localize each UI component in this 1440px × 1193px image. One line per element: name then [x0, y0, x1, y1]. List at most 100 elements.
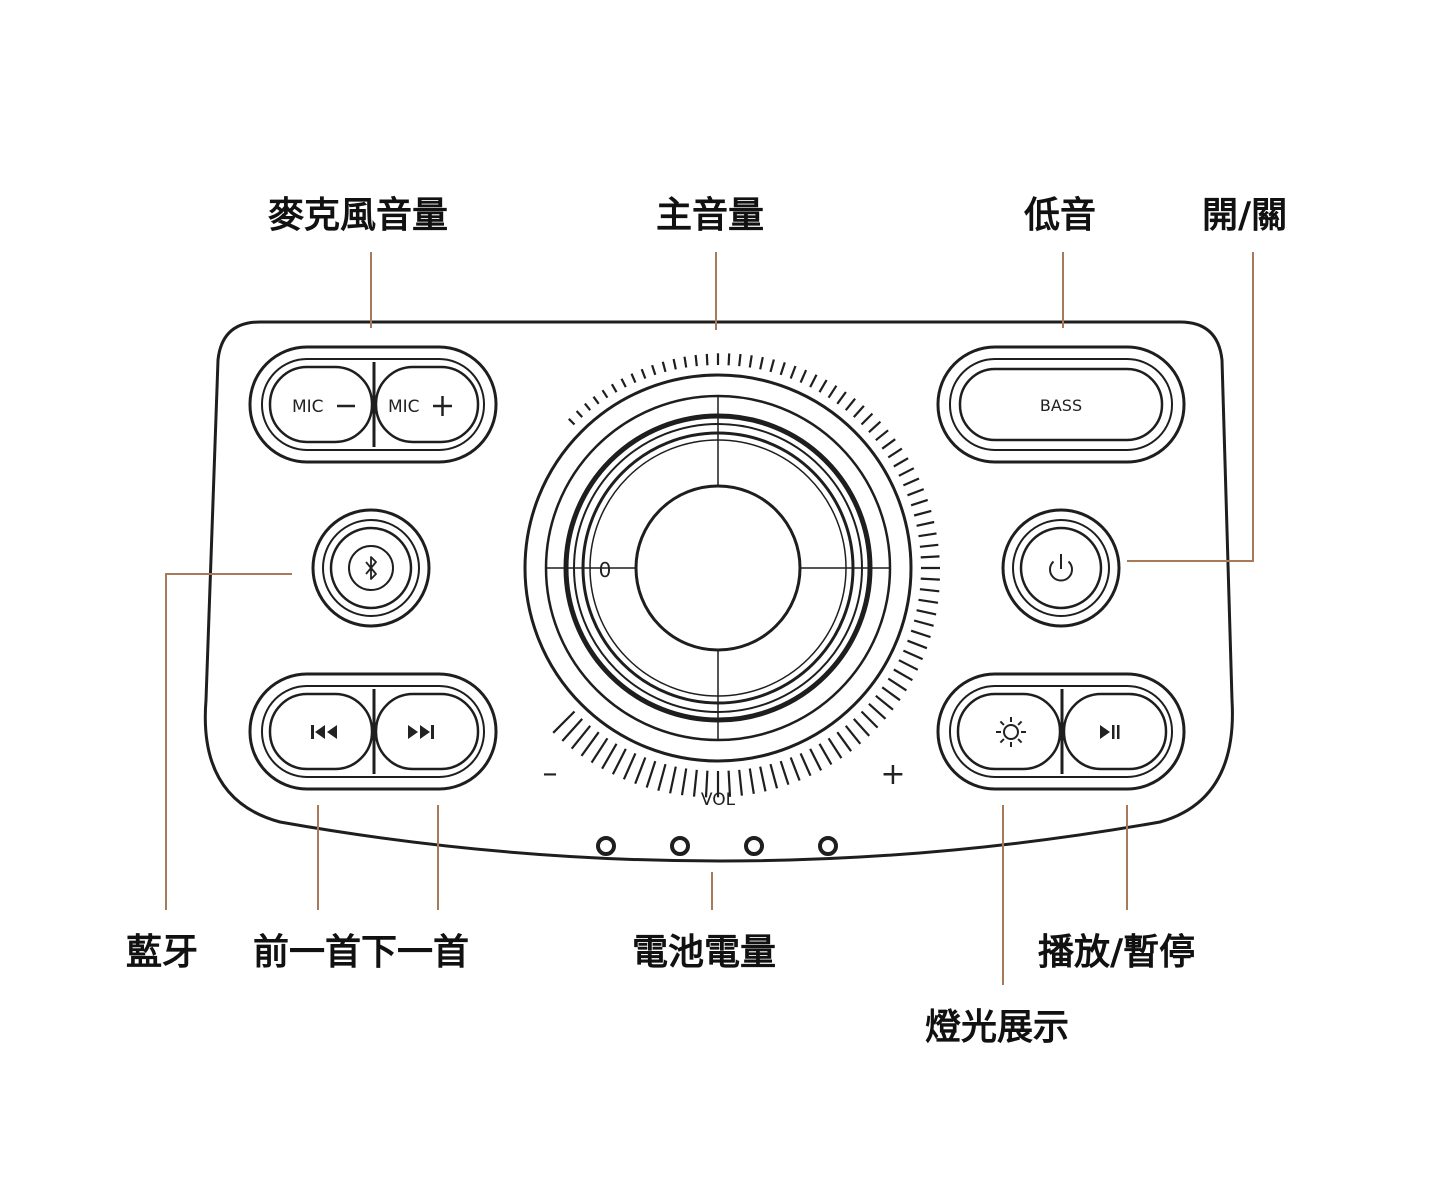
leader-bluetooth	[165, 573, 292, 910]
play-pause-button[interactable]	[1062, 692, 1168, 771]
volume-tick	[694, 354, 698, 367]
volume-tick	[916, 520, 935, 527]
panel-body	[203, 320, 1234, 863]
volume-tick	[610, 383, 618, 393]
volume-tick	[669, 766, 677, 794]
volume-tick	[759, 356, 764, 370]
volume-tick	[902, 477, 920, 487]
volume-tick	[887, 447, 903, 459]
volume-tick	[651, 364, 657, 376]
sun-ray	[999, 720, 1005, 726]
volume-knob[interactable]: 0	[523, 353, 940, 798]
volume-tick	[836, 731, 852, 752]
volume-tick	[920, 577, 940, 581]
vol-label: VOL	[701, 790, 736, 810]
volume-tick	[759, 766, 767, 792]
previous-track-button[interactable]	[268, 692, 374, 771]
prev-next-label: 前一首下一首	[253, 932, 470, 973]
volume-tick	[789, 365, 797, 379]
volume-tick	[552, 710, 576, 734]
volume-tick	[919, 588, 940, 593]
battery-led	[670, 836, 690, 856]
sun-ray	[999, 738, 1005, 744]
battery-led	[818, 836, 838, 856]
volume-tick	[844, 725, 862, 745]
volume-tick	[881, 686, 901, 702]
next-track-button[interactable]	[374, 692, 480, 771]
battery-led	[744, 836, 764, 856]
vol-plus-label: +	[880, 757, 905, 792]
knob-mark: 0	[599, 558, 612, 582]
mic-button-group: MIC MIC	[248, 345, 498, 464]
volume-tick	[918, 532, 937, 538]
volume-tick	[887, 677, 908, 692]
volume-tick	[704, 770, 709, 798]
volume-tick	[875, 429, 889, 442]
volume-knob-center	[634, 484, 802, 652]
volume-tick	[913, 619, 934, 627]
battery-led	[596, 836, 616, 856]
bass-button[interactable]: BASS	[936, 345, 1186, 464]
volume-tick	[575, 410, 584, 418]
volume-tick	[590, 737, 609, 764]
volume-tick	[584, 402, 592, 411]
volume-tick	[910, 498, 929, 507]
volume-tick	[907, 488, 925, 497]
volume-tick	[705, 353, 709, 366]
volume-tick	[875, 694, 894, 711]
leader-lines	[165, 252, 1254, 985]
mic-minus-button[interactable]	[268, 365, 374, 444]
volume-tick	[570, 725, 592, 750]
volume-tick	[592, 396, 600, 405]
volume-tick	[727, 770, 732, 797]
bluetooth-label: 藍牙	[126, 932, 199, 973]
volume-tick	[727, 353, 731, 366]
volume-tick	[692, 769, 698, 797]
volume-tick	[748, 768, 755, 794]
power-button[interactable]	[1001, 508, 1121, 628]
battery-label: 電池電量	[632, 932, 777, 973]
battery-indicator	[596, 836, 838, 856]
volume-tick	[601, 743, 618, 770]
volume-tick	[748, 355, 753, 368]
volume-tick	[769, 763, 779, 789]
volume-tick	[919, 543, 939, 548]
volume-tick	[868, 420, 882, 434]
volume-tick	[827, 737, 843, 759]
bluetooth-button[interactable]	[311, 508, 431, 628]
volume-tick	[779, 760, 790, 786]
volume-tick	[818, 379, 828, 393]
sun-ray	[1017, 720, 1023, 726]
volume-tick	[844, 398, 856, 411]
volume-tick	[568, 418, 576, 426]
volume-scale-ticks	[552, 353, 940, 798]
mic-plus-button[interactable]	[374, 365, 480, 444]
plus-icon	[433, 396, 452, 416]
power-icon	[1049, 554, 1073, 582]
leader-power	[1127, 252, 1254, 562]
volume-tick	[898, 659, 919, 671]
volume-tick	[852, 405, 865, 418]
volume-tick	[907, 639, 928, 650]
next-track-icon	[408, 725, 434, 739]
volume-tick	[860, 710, 879, 729]
play-pause-icon	[1100, 725, 1120, 739]
volume-tick	[860, 412, 874, 426]
volume-tick	[868, 702, 887, 720]
light-play-button-group	[936, 672, 1186, 791]
volume-tick	[640, 368, 647, 379]
volume-tick	[779, 362, 786, 376]
volume-tick	[910, 629, 931, 639]
light-show-button[interactable]	[956, 692, 1062, 771]
volume-tick	[898, 467, 915, 477]
volume-tick	[601, 389, 609, 399]
sun-ray	[1017, 738, 1023, 744]
volume-tick	[916, 609, 937, 616]
track-button-group	[248, 672, 498, 791]
power-label: 開/關	[1202, 195, 1288, 236]
bluetooth-icon	[365, 556, 377, 580]
volume-tick	[672, 358, 677, 370]
play-pause-label: 播放/暫停	[1038, 932, 1196, 973]
volume-tick	[661, 361, 667, 373]
